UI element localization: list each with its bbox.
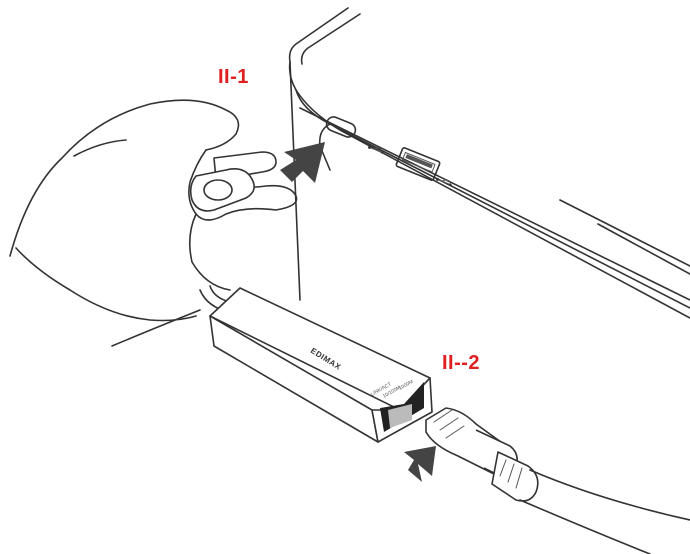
- laptop-lid-inner: [300, 13, 361, 65]
- ethernet-cable-top: [529, 469, 690, 521]
- insert-arrow-icon: [404, 446, 436, 482]
- hand: [9, 99, 298, 347]
- hand-thumb: [188, 149, 298, 221]
- usb-a-port: [395, 147, 441, 181]
- laptop-base-top: [288, 61, 690, 319]
- usb-symbol-icon: [368, 145, 385, 154]
- step-label-2: II--2: [442, 352, 481, 374]
- usb-symbol-icon: [436, 177, 453, 186]
- ethernet-adapter: EDIMAX LINK/ACT 10/100M 1000M: [209, 287, 433, 443]
- ethernet-cable-bottom: [519, 499, 651, 554]
- hand-wrist: [15, 247, 197, 322]
- insert-arrow-icon: [280, 142, 325, 183]
- rj45-port-pins: [388, 404, 412, 428]
- usb-c-plug: [189, 151, 277, 212]
- ethernet-boot: [491, 451, 539, 502]
- hand-knuckle-line: [73, 139, 127, 157]
- hand-sleeve: [111, 309, 201, 347]
- laptop-bottom-edge: [597, 223, 690, 275]
- hand-palm: [188, 213, 231, 291]
- ethernet-plug-ridges: [433, 409, 465, 439]
- hand-back: [9, 99, 240, 257]
- laptop-base-edge: [295, 89, 690, 309]
- laptop: [288, 7, 690, 319]
- ethernet-boot-ridges: [499, 459, 523, 489]
- usb-c-plug-body: [189, 168, 255, 212]
- usb-c-port: [325, 116, 357, 138]
- step-label-1: II-1: [218, 66, 249, 88]
- laptop-base-line: [559, 199, 690, 267]
- laptop-side-line: [299, 107, 690, 301]
- usb-c-plug-grip: [203, 179, 233, 201]
- ethernet-plug: [425, 407, 539, 502]
